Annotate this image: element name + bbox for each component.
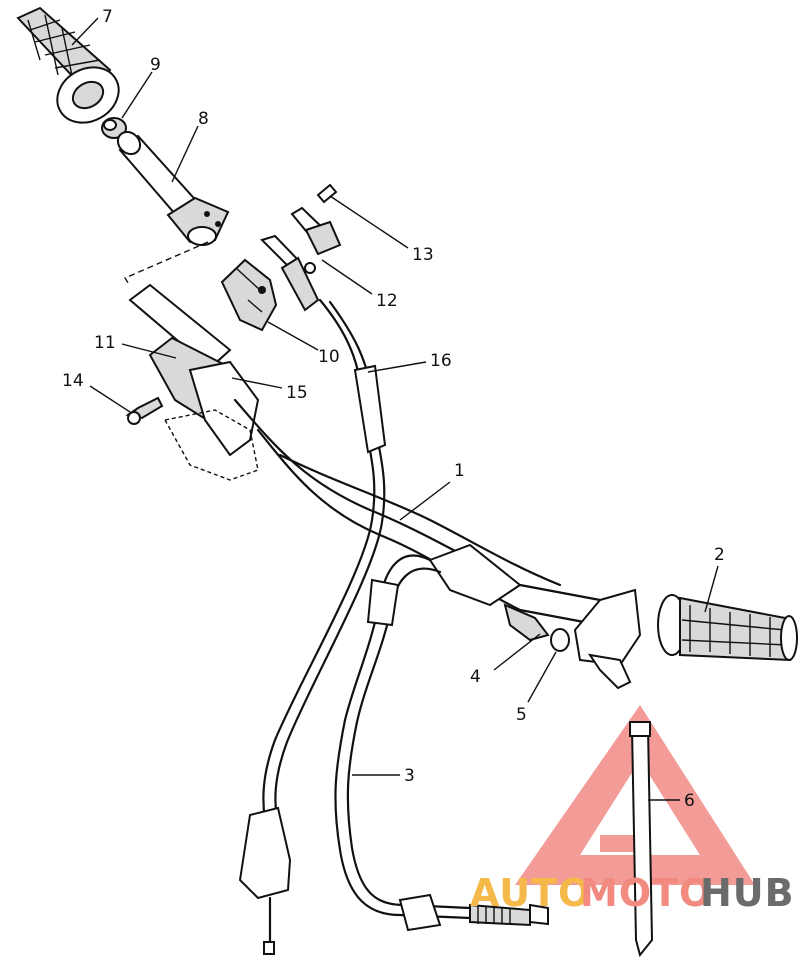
bolt-part xyxy=(125,396,164,425)
callout-11: 11 xyxy=(94,333,116,353)
watermark-auto: AUTO xyxy=(470,871,591,915)
clutch-cable xyxy=(334,554,549,932)
collar-part xyxy=(101,117,127,139)
right-grip xyxy=(573,588,798,690)
callout-13: 13 xyxy=(412,245,434,265)
assembly-link-line xyxy=(123,241,209,287)
left-bar-end xyxy=(128,283,260,481)
watermark-hub: HUB xyxy=(700,871,795,915)
callout-labels: 7 9 8 13 12 10 11 14 15 16 1 2 4 5 3 6 xyxy=(62,7,725,811)
callout-10: 10 xyxy=(318,347,340,367)
cable-adjuster xyxy=(503,603,570,652)
lever-assembly xyxy=(260,183,342,312)
callout-16: 16 xyxy=(430,351,452,371)
callout-14: 14 xyxy=(62,371,84,391)
throttle-tube xyxy=(116,130,230,246)
callout-7: 7 xyxy=(102,7,113,27)
left-grip xyxy=(16,6,120,124)
callout-9: 9 xyxy=(150,55,161,75)
throttle-housing xyxy=(220,258,278,332)
watermark-text: AUTO MOTO HUB xyxy=(470,871,795,915)
handlebar xyxy=(233,398,602,627)
callout-5: 5 xyxy=(516,705,527,725)
callout-2: 2 xyxy=(714,545,725,565)
callout-8: 8 xyxy=(198,109,209,129)
watermark-moto: MOTO xyxy=(580,871,712,915)
callout-12: 12 xyxy=(376,291,398,311)
callout-1: 1 xyxy=(454,461,465,481)
cable-tie xyxy=(629,721,654,958)
callout-15: 15 xyxy=(286,383,308,403)
callout-4: 4 xyxy=(470,667,481,687)
leader-lines xyxy=(71,17,719,801)
callout-3: 3 xyxy=(404,766,415,786)
callout-6: 6 xyxy=(684,791,695,811)
throttle-cable xyxy=(238,298,387,955)
